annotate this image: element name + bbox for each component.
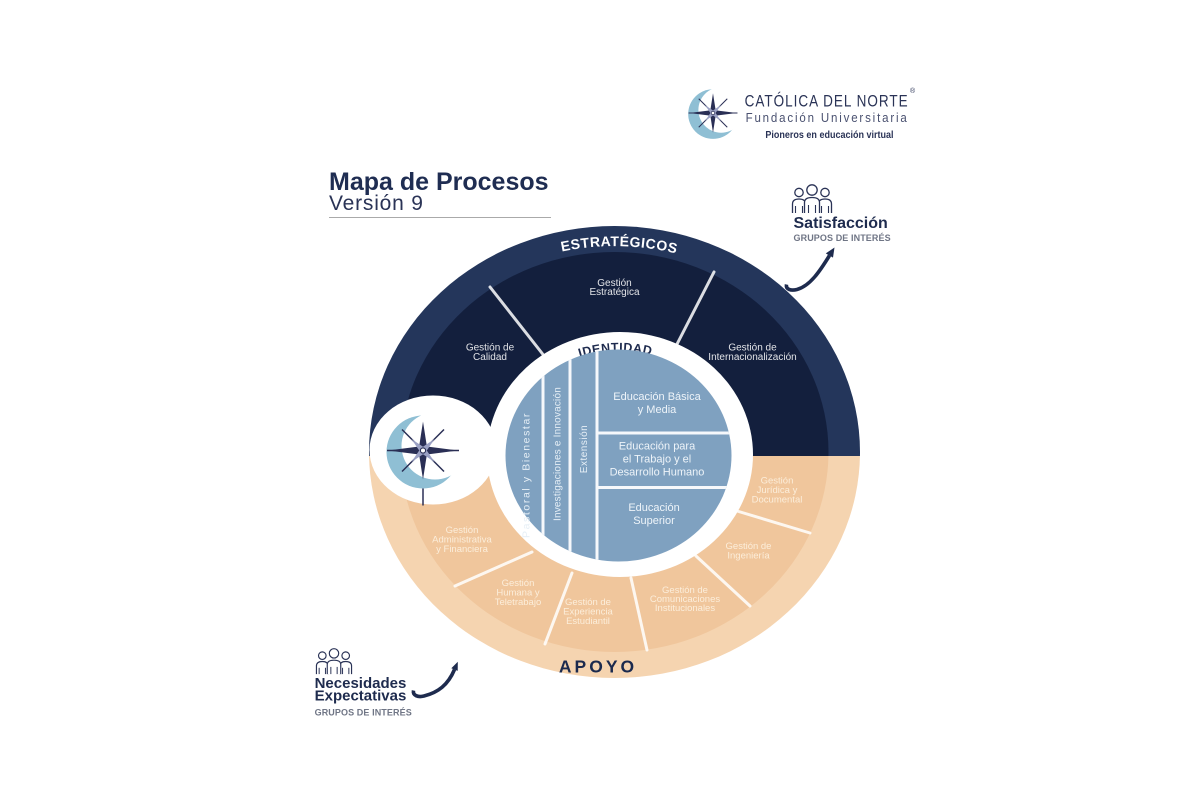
svg-text:Administrativa: Administrativa <box>432 535 492 546</box>
svg-text:Gestión de: Gestión de <box>565 597 611 608</box>
svg-text:Gestión: Gestión <box>761 476 794 487</box>
svg-text:Ingeniería: Ingeniería <box>727 551 770 562</box>
svg-text:Desarrollo Humano: Desarrollo Humano <box>610 467 705 479</box>
svg-text:el Trabajo y el: el Trabajo y el <box>623 454 691 466</box>
svg-text:Gestión de: Gestión de <box>726 541 772 552</box>
svg-text:Jurídica y: Jurídica y <box>757 485 798 496</box>
svg-text:Versión 9: Versión 9 <box>329 192 424 215</box>
svg-text:Satisfacción: Satisfacción <box>794 215 888 232</box>
svg-text:Extensión: Extensión <box>579 425 590 473</box>
svg-text:Gestión: Gestión <box>597 278 631 289</box>
svg-text:Estudiantil: Estudiantil <box>566 616 610 627</box>
svg-text:Calidad: Calidad <box>473 352 507 363</box>
svg-text:Investigaciones e Innovación: Investigaciones e Innovación <box>553 387 564 521</box>
svg-text:Mapa de Procesos: Mapa de Procesos <box>329 168 549 196</box>
svg-text:Estratégica: Estratégica <box>589 287 639 298</box>
svg-text:Experiencia: Experiencia <box>563 607 613 618</box>
svg-text:Gestión de: Gestión de <box>466 343 515 354</box>
svg-text:Gestión de: Gestión de <box>662 585 708 596</box>
svg-text:Humana y: Humana y <box>496 588 540 599</box>
svg-text:Gestión de: Gestión de <box>728 343 777 354</box>
svg-text:Educación para: Educación para <box>619 441 696 453</box>
svg-text:®: ® <box>910 87 916 95</box>
svg-text:Institucionales: Institucionales <box>655 603 715 614</box>
svg-text:Pioneros en educación virtual: Pioneros en educación virtual <box>765 129 893 140</box>
svg-text:Comunicaciones: Comunicaciones <box>650 594 720 605</box>
svg-text:GRUPOS DE INTERÉS: GRUPOS DE INTERÉS <box>794 233 891 243</box>
svg-text:Gestión: Gestión <box>446 525 479 536</box>
svg-text:y Media: y Media <box>638 404 677 416</box>
svg-text:y Financiera: y Financiera <box>436 544 488 555</box>
svg-text:CATÓLICA DEL NORTE: CATÓLICA DEL NORTE <box>745 92 909 111</box>
svg-text:Educación: Educación <box>628 502 679 514</box>
svg-text:Expectativas: Expectativas <box>315 688 407 705</box>
svg-text:GRUPOS DE INTERÉS: GRUPOS DE INTERÉS <box>315 708 412 718</box>
svg-text:Necesidades: Necesidades <box>315 675 407 692</box>
svg-text:Documental: Documental <box>752 495 803 506</box>
svg-text:Teletrabajo: Teletrabajo <box>495 597 541 608</box>
svg-text:Pastoral y Bienestar: Pastoral y Bienestar <box>521 412 533 538</box>
svg-text:APOYO: APOYO <box>559 657 637 677</box>
svg-text:Internacionalización: Internacionalización <box>708 352 796 363</box>
svg-text:Superior: Superior <box>633 515 675 527</box>
svg-text:Educación Básica: Educación Básica <box>613 391 701 403</box>
svg-text:Fundación Universitaria: Fundación Universitaria <box>746 111 909 126</box>
svg-text:Gestión: Gestión <box>502 578 535 589</box>
